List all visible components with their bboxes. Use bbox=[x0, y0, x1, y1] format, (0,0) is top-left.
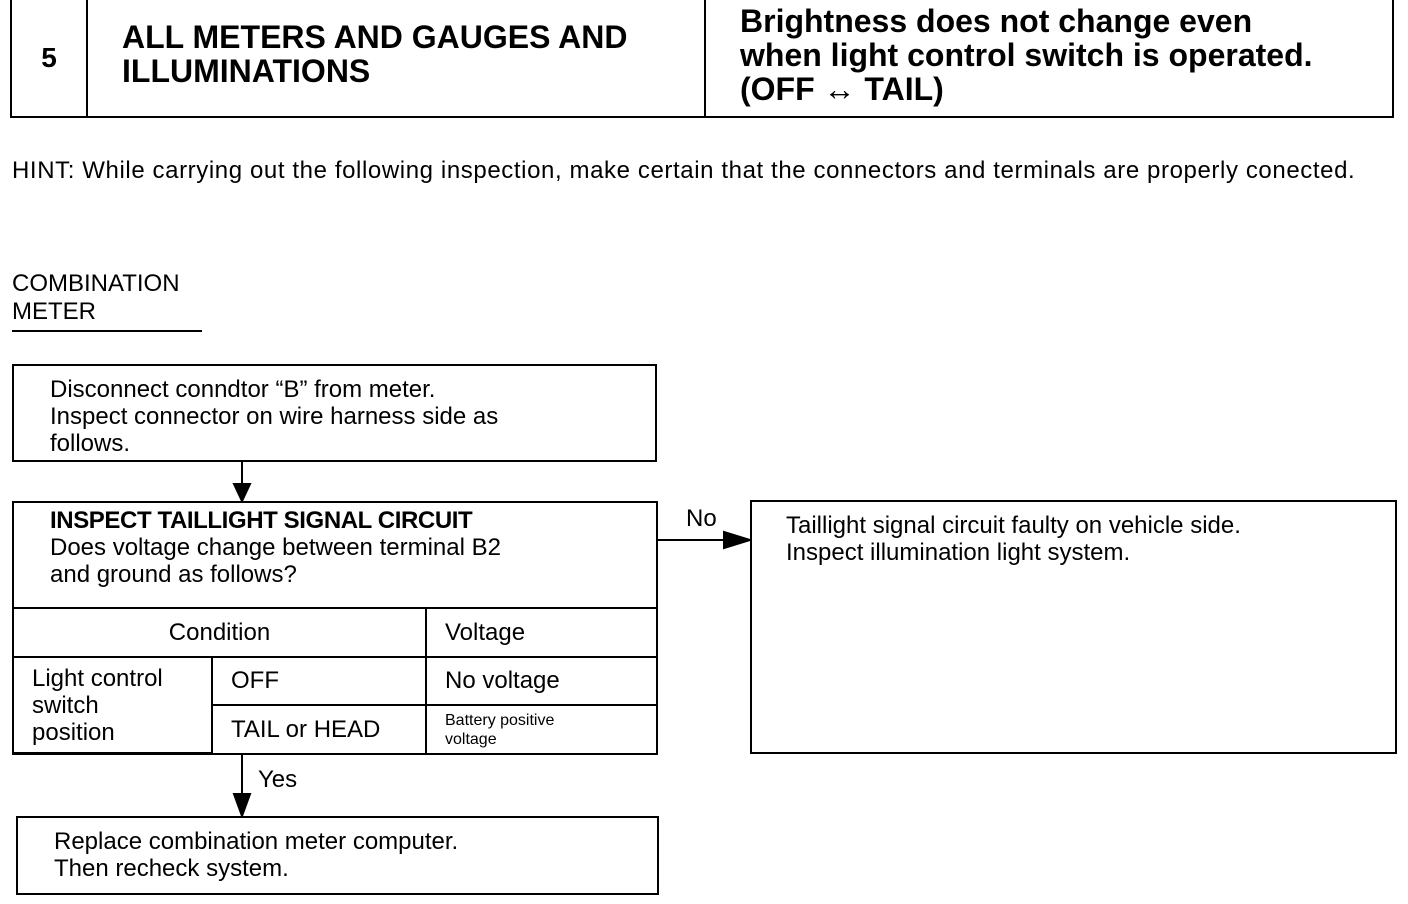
result-line: Inspect illumination light system. bbox=[786, 539, 1131, 566]
step-inspect-taillight-circuit: INSPECT TAILLIGHT SIGNAL CIRCUIT Does vo… bbox=[12, 501, 658, 755]
step-replace-computer: Replace combination meter computer. Then… bbox=[16, 816, 659, 895]
symptom-line: Brightness does not change even bbox=[740, 3, 1253, 39]
condition-table: Condition Voltage Light control switch p… bbox=[14, 609, 656, 754]
arrowhead-yes bbox=[232, 793, 252, 819]
step-line: Replace combination meter computer. bbox=[54, 828, 459, 855]
position-tail-head: TAIL or HEAD bbox=[212, 704, 427, 753]
result-no-box: Taillight signal circuit faulty on vehic… bbox=[750, 500, 1397, 754]
arrowhead-no bbox=[723, 530, 754, 550]
yes-label: Yes bbox=[258, 766, 298, 793]
result-line: Taillight signal circuit faulty on vehic… bbox=[786, 512, 1241, 539]
section-label-line: METER bbox=[12, 298, 96, 325]
question-line: and ground as follows? bbox=[50, 561, 297, 588]
switch-label-line: position bbox=[32, 718, 115, 746]
symptom-line: when light control switch is operated. bbox=[740, 37, 1313, 73]
section-label: COMBINATION METER bbox=[12, 270, 180, 326]
step-line: Then recheck system. bbox=[54, 855, 289, 882]
no-label: No bbox=[686, 505, 717, 532]
step-line: Disconnect conndtor “B” from meter. bbox=[50, 376, 436, 403]
inspection-heading: INSPECT TAILLIGHT SIGNAL CIRCUIT bbox=[50, 507, 473, 534]
voltage-header: Voltage bbox=[425, 609, 656, 658]
symptom-line: (OFF ↔ TAIL) bbox=[740, 71, 944, 107]
switch-label-line: switch bbox=[32, 691, 99, 719]
header-table: 5 ALL METERS AND GAUGES AND ILLUMINATION… bbox=[10, 0, 1394, 118]
inspection-question: INSPECT TAILLIGHT SIGNAL CIRCUIT Does vo… bbox=[14, 503, 656, 609]
step-disconnect-connector: Disconnect conndtor “B” from meter. Insp… bbox=[12, 364, 657, 462]
section-label-line: COMBINATION bbox=[12, 270, 180, 297]
position-off: OFF bbox=[211, 656, 427, 706]
switch-position-label: Light control switch position bbox=[14, 656, 213, 754]
voltage-off: No voltage bbox=[425, 656, 656, 706]
system-title-line: ALL METERS AND GAUGES AND bbox=[122, 19, 628, 55]
voltage-tail-head: Battery positive voltage bbox=[425, 704, 656, 753]
system-title: ALL METERS AND GAUGES AND ILLUMINATIONS bbox=[88, 0, 706, 116]
voltage-line: voltage bbox=[445, 730, 497, 748]
step-line: follows. bbox=[50, 430, 131, 457]
symptom-description: Brightness does not change even when lig… bbox=[706, 0, 1392, 116]
hint-text: HINT: While carrying out the following i… bbox=[12, 157, 1356, 184]
step-line: Inspect connector on wire harness side a… bbox=[50, 403, 499, 430]
arrowhead-step2 bbox=[232, 483, 252, 504]
switch-label-line: Light control bbox=[32, 664, 163, 692]
section-underline bbox=[12, 330, 202, 332]
system-title-line: ILLUMINATIONS bbox=[122, 53, 371, 89]
condition-header: Condition bbox=[14, 609, 427, 658]
section-number: 5 bbox=[12, 0, 88, 116]
voltage-line: Battery positive bbox=[445, 711, 555, 729]
question-line: Does voltage change between terminal B2 bbox=[50, 534, 501, 561]
